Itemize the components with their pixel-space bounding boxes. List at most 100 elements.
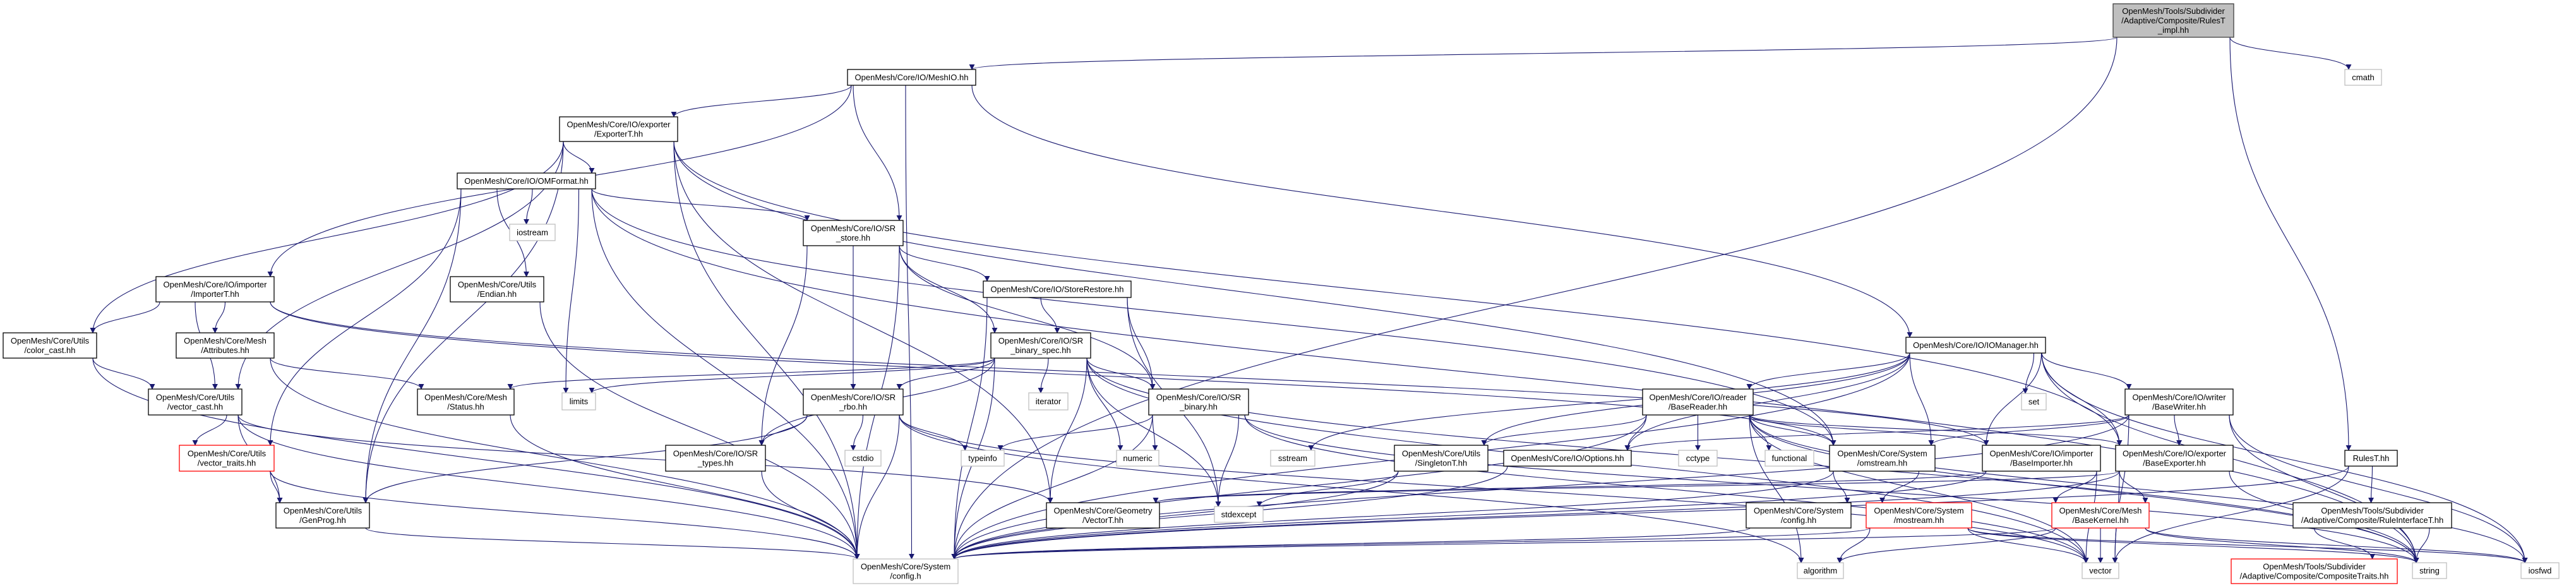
node-colorcast[interactable]: OpenMesh/Core/Utils/color_cast.hh xyxy=(3,332,97,359)
node-genprog[interactable]: OpenMesh/Core/Utils/GenProg.hh xyxy=(275,502,370,529)
node-box xyxy=(148,388,243,416)
node-options[interactable]: OpenMesh/Core/IO/Options.hh xyxy=(1503,450,1632,467)
edge-basewriter-to-string xyxy=(2229,414,2419,563)
node-srrbo[interactable]: OpenMesh/Core/IO/SR_rbo.hh xyxy=(803,388,904,416)
edge-srrbo-to-typeinfo xyxy=(899,414,968,451)
node-basereader[interactable]: OpenMesh/Core/IO/reader/BaseReader.hh xyxy=(1642,388,1754,416)
edge-binspec-to-stdexcept xyxy=(1086,357,1221,507)
edge-status-to-config xyxy=(510,414,860,560)
node-label-line: /BaseReader.hh xyxy=(1668,402,1727,412)
node-attributes[interactable]: OpenMesh/Core/Mesh/Attributes.hh xyxy=(176,332,275,359)
node-ruleiface[interactable]: OpenMesh/Tools/Subdivider/Adaptive/Compo… xyxy=(2292,502,2452,529)
node-label-line: OpenMesh/Tools/Subdivider xyxy=(2263,562,2366,572)
node-label-line: /omstream.hh xyxy=(1857,459,1907,468)
edge-baseimporter-to-config xyxy=(951,471,1987,560)
edge-omstream-to-config xyxy=(951,471,1834,560)
node-cmath: cmath xyxy=(2344,69,2382,86)
node-srstore[interactable]: OpenMesh/Core/IO/SR_store.hh xyxy=(803,220,904,246)
node-box xyxy=(1394,445,1489,472)
node-label-line: numeric xyxy=(1123,453,1153,463)
node-omstream[interactable]: OpenMesh/Core/System/omstream.hh xyxy=(1829,445,1936,472)
node-label-line: OpenMesh/Core/IO/exporter xyxy=(2123,449,2227,459)
edge-importerT-to-attributes xyxy=(212,301,226,333)
node-box xyxy=(2112,3,2234,38)
edge-endian-to-config xyxy=(539,301,860,560)
node-label-line: /VectorT.hh xyxy=(1082,515,1123,525)
edge-basewriter-to-omstream xyxy=(1928,414,2130,446)
node-sysconfighh[interactable]: OpenMesh/Core/System/config.hh xyxy=(1746,502,1852,529)
node-label-line: OpenMesh/Core/IO/importer xyxy=(1989,449,2094,459)
node-box xyxy=(1270,450,1315,467)
edge-baseexporter-to-config xyxy=(951,471,2120,560)
edge-omformat-to-genprog xyxy=(362,188,462,503)
node-omformat[interactable]: OpenMesh/Core/IO/OMFormat.hh xyxy=(457,172,596,189)
node-storerestore[interactable]: OpenMesh/Core/IO/StoreRestore.hh xyxy=(983,280,1132,298)
node-typeinfo: typeinfo xyxy=(961,450,1005,467)
edge-ruleiface-to-string xyxy=(2413,527,2430,563)
node-label-line: OpenMesh/Core/IO/importer xyxy=(163,280,267,289)
node-box xyxy=(1746,502,1852,529)
node-set: set xyxy=(2021,393,2047,411)
node-label-line: OpenMesh/Core/Mesh xyxy=(424,393,507,402)
edge-omformat-to-iostream xyxy=(524,188,533,225)
edge-meshio-to-iomanager xyxy=(971,85,1913,338)
node-basewriter[interactable]: OpenMesh/Core/IO/writer/BaseWriter.hh xyxy=(2124,388,2234,416)
edge-baseimporter-to-vectorT xyxy=(1153,471,1987,503)
node-iomanager[interactable]: OpenMesh/Core/IO/IOManager.hh xyxy=(1905,337,2046,354)
edge-basekernel-to-algorithm xyxy=(1836,527,2056,563)
node-basekernel[interactable]: OpenMesh/Core/Mesh/BaseKernel.hh xyxy=(2051,502,2150,529)
node-label-line: /config.hh xyxy=(1781,515,1816,525)
edge-binspec-to-numeric xyxy=(1086,357,1123,451)
node-composite[interactable]: OpenMesh/Tools/Subdivider/Adaptive/Compo… xyxy=(2231,558,2398,584)
node-box xyxy=(983,280,1132,298)
node-mostream[interactable]: OpenMesh/Core/System/mostream.hh xyxy=(1866,502,1972,529)
edge-srrbo-to-config xyxy=(854,414,900,560)
node-vectorcast[interactable]: OpenMesh/Core/Utils/vector_cast.hh xyxy=(148,388,243,416)
node-exporterT[interactable]: OpenMesh/Core/IO/exporter/ExporterT.hh xyxy=(559,116,678,142)
node-endian[interactable]: OpenMesh/Core/Utils/Endian.hh xyxy=(450,276,544,303)
edge-root-to-rulesT xyxy=(2229,37,2352,451)
node-baseimporter[interactable]: OpenMesh/Core/IO/importer/BaseImporter.h… xyxy=(1982,445,2101,472)
node-box xyxy=(2021,393,2047,411)
node-label-line: /ImporterT.hh xyxy=(191,289,239,299)
edge-srstore-to-srtypes xyxy=(758,245,808,446)
node-root[interactable]: OpenMesh/Tools/Subdivider/Adaptive/Compo… xyxy=(2112,3,2234,38)
edge-singleton-to-stdexcept xyxy=(1256,471,1399,507)
node-srbinary[interactable]: OpenMesh/Core/IO/SR_binary.hh xyxy=(1148,388,1249,416)
node-box xyxy=(176,332,275,359)
node-numeric: numeric xyxy=(1116,450,1159,467)
edge-importerT-to-omstream xyxy=(270,301,1836,446)
node-label-line: OpenMesh/Core/System xyxy=(1837,449,1927,459)
edge-root-to-meshio xyxy=(969,37,2118,70)
node-importerT[interactable]: OpenMesh/Core/IO/importer/ImporterT.hh xyxy=(155,276,275,303)
node-rulesT[interactable]: RulesT.hh xyxy=(2344,450,2398,467)
edge-iomanager-to-baseimporter xyxy=(1983,352,2042,446)
node-meshio[interactable]: OpenMesh/Core/IO/MeshIO.hh xyxy=(847,69,976,86)
node-label-line: /Status.hh xyxy=(447,402,484,412)
node-status[interactable]: OpenMesh/Core/Mesh/Status.hh xyxy=(417,388,515,416)
edge-binspec-to-status xyxy=(507,357,995,390)
node-baseexporter[interactable]: OpenMesh/Core/IO/exporter/BaseExporter.h… xyxy=(2115,445,2234,472)
node-singleton[interactable]: OpenMesh/Core/Utils/SingletonT.hh xyxy=(1394,445,1489,472)
node-cctype: cctype xyxy=(1678,450,1718,467)
node-box xyxy=(1214,506,1264,523)
edge-binspec-to-vectorT xyxy=(1047,357,1087,503)
node-box xyxy=(1905,337,2046,354)
node-box xyxy=(2292,502,2452,529)
edge-srrbo-to-vector xyxy=(899,414,2089,563)
node-box xyxy=(844,450,882,467)
node-box xyxy=(803,220,904,246)
node-vectortraits[interactable]: OpenMesh/Core/Utils/vector_traits.hh xyxy=(179,445,275,472)
node-vectorT[interactable]: OpenMesh/Core/Geometry/VectorT.hh xyxy=(1046,502,1160,529)
edge-srbinary-to-stdexcept xyxy=(1215,414,1240,507)
node-box xyxy=(2231,558,2398,584)
edge-mostream-to-config xyxy=(951,527,1871,560)
node-srtypes[interactable]: OpenMesh/Core/IO/SR_types.hh xyxy=(665,445,766,472)
node-box xyxy=(853,558,959,584)
node-label-line: iterator xyxy=(1036,397,1062,406)
node-label-line: OpenMesh/Core/System xyxy=(1874,506,1963,515)
node-binspec[interactable]: OpenMesh/Core/IO/SR_binary_spec.hh xyxy=(990,332,1091,359)
node-label-line: _binary_spec.hh xyxy=(1010,345,1070,355)
edge-basereader-to-baseimporter xyxy=(1749,414,1989,446)
node-label-line: OpenMesh/Core/Geometry xyxy=(1053,506,1153,515)
